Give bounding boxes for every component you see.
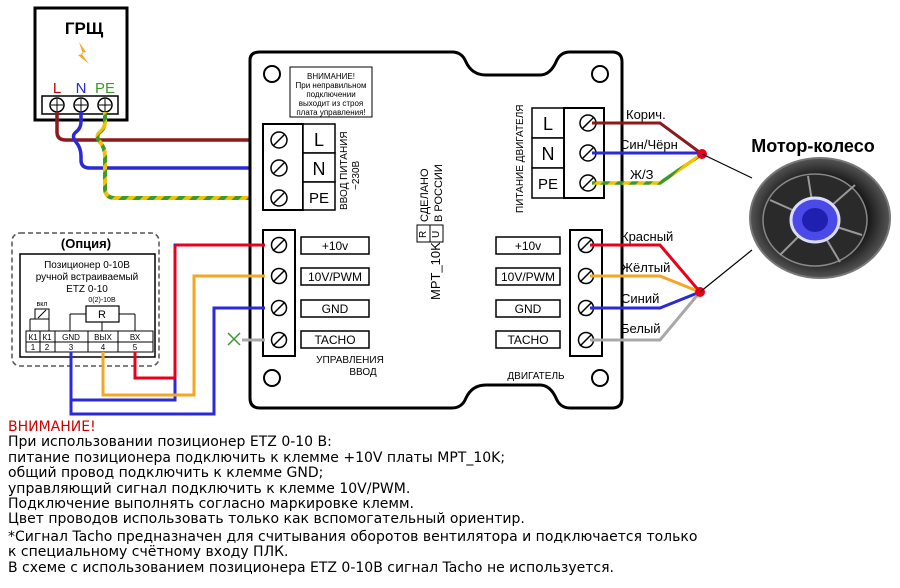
- option-positioner: (Опция) Позиционер 0-10В ручной встраива…: [11, 232, 160, 367]
- ru-mark-r: R: [418, 231, 429, 238]
- power-terminal-screw-pe: [270, 189, 288, 207]
- control-wires: [69, 243, 265, 416]
- motor-power-pe-label: PE: [538, 176, 558, 193]
- option-num-2: 2: [45, 343, 50, 352]
- option-title-3: ETZ 0-10: [66, 284, 108, 295]
- motor-wheel: Мотор-колесо: [749, 136, 891, 279]
- wire-label-yellow: Жёлтый: [621, 260, 670, 275]
- board-warning-line-2: При неправильном: [296, 81, 367, 90]
- motor-title: Мотор-колесо: [751, 136, 874, 156]
- panel-title: ГРЩ: [65, 19, 104, 38]
- option-num-4: 4: [101, 343, 106, 352]
- ru-mark-u: U: [431, 231, 442, 238]
- panel-terminal-l: [49, 97, 65, 113]
- controller-board: ВНИМАНИЕ! При неправильном подключении в…: [248, 50, 624, 410]
- switchboard-panel: ГРЩ L N PE: [33, 6, 129, 122]
- board-warning-line-3: подключении: [306, 90, 355, 99]
- panel-terminal-pe: [97, 97, 113, 113]
- engine-label-gnd: GND: [515, 302, 542, 316]
- panel-terminal-n: [73, 97, 89, 113]
- power-terminal-screw-n: [270, 159, 288, 177]
- control-screw-3: [270, 299, 288, 317]
- engine-label-tacho: TACHO: [507, 333, 548, 347]
- board-model: MPT_10K: [428, 242, 443, 300]
- control-label-pwm: 10V/PWM: [308, 270, 362, 284]
- power-input-pe-label: PE: [309, 190, 329, 207]
- made-in-line-1: СДЕЛАНО: [419, 168, 431, 222]
- motor-power-wires: Корич. Син/Чёрн Ж/З: [592, 107, 753, 185]
- notes-line-4: управляющий сигнал подключить к клемме 1…: [8, 480, 411, 497]
- wire-label-brown: Корич.: [626, 107, 666, 122]
- control-label-10v: +10v: [322, 239, 348, 253]
- notes-line-1: При использовании позиционер ETZ 0-10 В:: [8, 434, 332, 451]
- option-num-3: 3: [69, 343, 74, 352]
- power-terminal-screw-l: [270, 131, 288, 149]
- option-term-4: ВЫХ: [94, 333, 112, 342]
- control-label-gnd: GND: [322, 302, 349, 316]
- control-screw-4: [270, 331, 288, 349]
- option-range-label: 0(2)-10В: [88, 297, 116, 304]
- notes-block: ВНИМАНИЕ! При использовании позиционер E…: [8, 419, 893, 576]
- board-warning-line-4: выходит из строя: [299, 99, 363, 108]
- notes-line-7: *Сигнал Tacho предназначен для считывани…: [8, 528, 698, 545]
- board-warning-line-5: плата управления!: [296, 108, 365, 117]
- power-input-label: ВВОД ПИТАНИЯ: [339, 131, 350, 210]
- notes-line-9: В схеме с использованием позиционера ETZ…: [8, 559, 614, 576]
- control-screw-2: [270, 267, 288, 285]
- motor-terminal-screw-l: [579, 114, 597, 132]
- wire-label-white: Белый: [621, 321, 661, 336]
- engine-label-pwm: 10V/PWM: [501, 270, 555, 284]
- notes-warning: ВНИМАНИЕ!: [8, 419, 96, 435]
- panel-l-label: L: [53, 80, 61, 97]
- control-section-label-1: УПРАВЛЕНИЯ: [316, 355, 384, 366]
- mains-wires: [55, 112, 268, 200]
- option-title-1: Позиционер 0-10В: [44, 260, 130, 271]
- wire-label-blue-black: Син/Чёрн: [620, 137, 678, 152]
- motor-signal-wires: Красный Жёлтый Синий Белый: [590, 229, 753, 342]
- control-section-label-2: ВВОД: [349, 367, 377, 378]
- board-warning-line-1: ВНИМАНИЕ!: [307, 72, 355, 81]
- option-term-3: GND: [62, 333, 80, 342]
- power-input-l-label: L: [314, 130, 324, 150]
- engine-label-10v: +10v: [515, 239, 541, 253]
- power-input-voltage: ~230В: [351, 160, 362, 190]
- wire-label-blue: Синий: [621, 291, 659, 306]
- motor-power-l-label: L: [543, 114, 553, 134]
- option-term-5: ВХ: [130, 333, 141, 342]
- option-num-5: 5: [133, 343, 138, 352]
- notes-line-6: Цвет проводов использовать только как вс…: [8, 511, 525, 528]
- control-screw-1: [270, 236, 288, 254]
- panel-n-label: N: [76, 80, 87, 97]
- notes-line-8: к специальному счётному входу ПЛК.: [8, 544, 289, 561]
- wire-label-red: Красный: [621, 229, 673, 244]
- notes-line-5: Подключение выполнять согласно маркировк…: [8, 496, 414, 513]
- made-in-line-2: В РОССИИ: [433, 164, 445, 222]
- option-header: (Опция): [61, 236, 111, 251]
- option-term-2: К1: [42, 333, 52, 342]
- motor-terminal-screw-n: [579, 144, 597, 162]
- option-num-1: 1: [31, 343, 36, 352]
- option-title-2: ручной встраиваемый: [36, 272, 139, 283]
- notes-line-2: питание позиционера подключить к клемме …: [8, 449, 506, 466]
- engine-section-label: ДВИГАТЕЛЬ: [507, 371, 565, 382]
- control-label-tacho: TACHO: [314, 333, 355, 347]
- wire-label-yellow-green: Ж/З: [630, 167, 654, 182]
- panel-pe-label: PE: [95, 80, 115, 97]
- power-input-n-label: N: [313, 159, 326, 179]
- option-resistor-label: R: [98, 309, 106, 321]
- option-term-1: К1: [28, 333, 38, 342]
- motor-power-label: ПИТАНИЕ ДВИГАТЕЛЯ: [515, 104, 526, 213]
- motor-power-n-label: N: [542, 144, 555, 164]
- option-switch-label: вкл: [37, 301, 48, 308]
- notes-line-3: общий провод подключить к клемме GND;: [8, 465, 324, 482]
